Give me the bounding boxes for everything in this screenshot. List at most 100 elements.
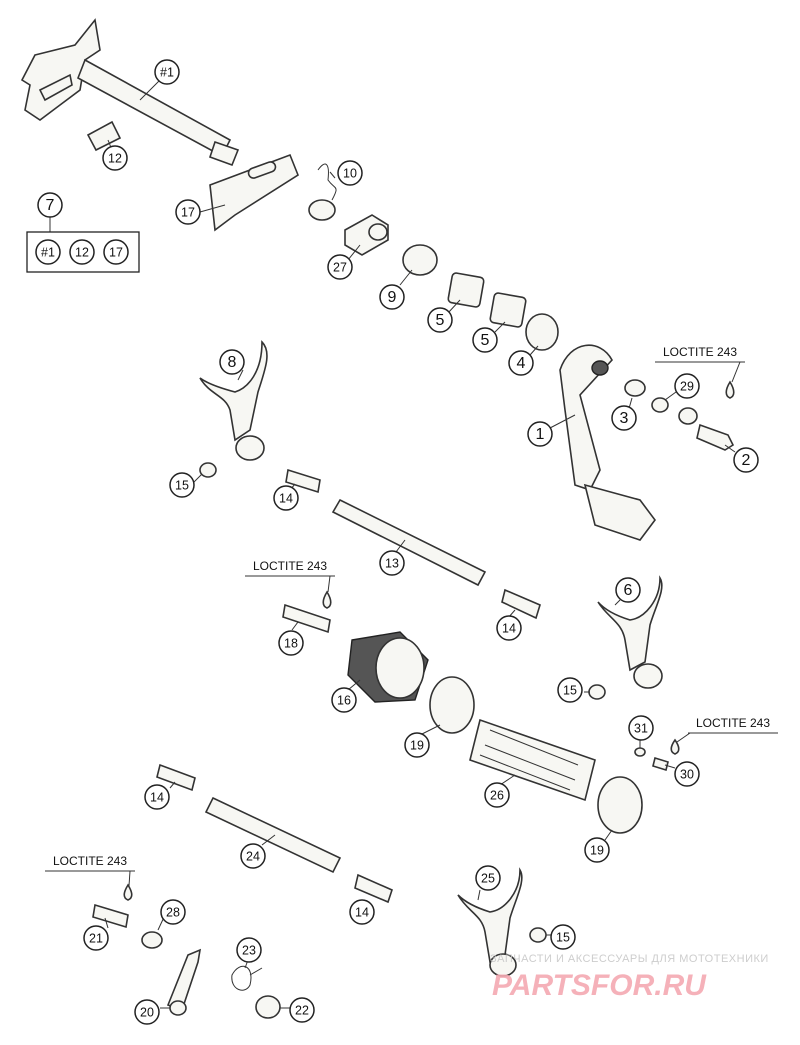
- callout-28: 28: [160, 899, 186, 925]
- rod-13-drawing: [331, 498, 487, 587]
- shift-fork-25-drawing: [457, 867, 523, 977]
- callout-circle: [404, 732, 430, 758]
- callout-label: 12: [108, 152, 122, 166]
- loctite-drop-4: [123, 883, 133, 901]
- callout-15: 15: [169, 472, 195, 498]
- callout-circle: [327, 254, 353, 280]
- loctite-note-2: LOCTITE 243: [245, 559, 335, 593]
- callout-label: 3: [620, 410, 629, 427]
- loctite-drop-2: [322, 590, 332, 609]
- callout-circle: [427, 307, 453, 333]
- callout-circle: [236, 937, 262, 963]
- callout-29: 29: [674, 373, 700, 399]
- lever-17-drawing: [209, 153, 299, 232]
- callout-30: 30: [674, 761, 700, 787]
- callout-label: 25: [481, 872, 495, 886]
- callout-label: 6: [624, 582, 633, 599]
- callout-label: 14: [355, 906, 369, 920]
- callout-circle: [289, 997, 315, 1023]
- spring-14-right-drawing: [354, 873, 393, 904]
- kit-item-hash-1: #1: [35, 239, 61, 265]
- callout-circle: [379, 550, 405, 576]
- callout-label: 7: [46, 197, 55, 214]
- callout-7: 7: [37, 192, 63, 218]
- loctite-drop-1: [725, 380, 735, 399]
- callout-label: 30: [680, 768, 694, 782]
- callout-circle: [550, 924, 576, 950]
- callout-circle: [175, 199, 201, 225]
- callout-15: 15: [550, 924, 576, 950]
- callout-label: 10: [343, 167, 357, 181]
- spring-14-left-drawing: [156, 763, 196, 792]
- callout-9: 9: [379, 284, 405, 310]
- callout-circle: [674, 373, 700, 399]
- bushings-5-drawing: [447, 272, 527, 328]
- callout-10: 10: [337, 160, 363, 186]
- callout-circle: [134, 999, 160, 1025]
- callout-label: 24: [246, 850, 260, 864]
- seal-4-drawing: [525, 313, 559, 351]
- pin-15-top-drawing: [199, 462, 217, 478]
- callout-circle: [160, 899, 186, 925]
- shift-drum-locator-16-drawing: [347, 631, 429, 703]
- callout-circle: [273, 485, 299, 511]
- callout-20: 20: [134, 999, 160, 1025]
- loctite-note-1: LOCTITE 243: [655, 345, 745, 383]
- loctite-note-2-text: LOCTITE 243: [253, 559, 327, 573]
- callout-label: 20: [140, 1006, 154, 1020]
- spring-23-drawing: [231, 965, 263, 991]
- callout-label: 17: [181, 206, 195, 220]
- callout-hash-1: #1: [154, 59, 180, 85]
- callout-15: 15: [557, 677, 583, 703]
- bearing-19-upper-drawing: [429, 676, 475, 734]
- callout-16: 16: [331, 687, 357, 713]
- callout-18: 18: [278, 630, 304, 656]
- loctite-note-3-text: LOCTITE 243: [696, 716, 770, 730]
- callout-19: 19: [404, 732, 430, 758]
- callout-label: 28: [166, 906, 180, 920]
- callout-label: 15: [563, 684, 577, 698]
- callout-3: 3: [611, 405, 637, 431]
- screw-30-drawing: [652, 756, 669, 772]
- washer-29b-drawing: [678, 407, 698, 425]
- leader-lines: [49, 79, 736, 1009]
- kit-item-12: 12: [69, 239, 95, 265]
- loctite-drop-3: [670, 738, 680, 755]
- callout-26: 26: [484, 782, 510, 808]
- screw-21-drawing: [92, 903, 129, 929]
- spring-14-mid-drawing: [501, 588, 541, 620]
- washer-31-drawing: [634, 747, 646, 757]
- callout-circle: [337, 160, 363, 186]
- callout-circle: [219, 349, 245, 375]
- callout-circle: [527, 421, 553, 447]
- spring-14-top-drawing: [285, 468, 321, 494]
- callout-14: 14: [273, 485, 299, 511]
- callout-1: 1: [527, 421, 553, 447]
- callout-label: 18: [284, 637, 298, 651]
- screw-18-drawing: [282, 603, 331, 634]
- shift-fork-8-drawing: [199, 340, 268, 461]
- callout-label: 26: [490, 789, 504, 803]
- washer-29a-drawing: [651, 397, 669, 413]
- callout-label: 14: [150, 791, 164, 805]
- washer-9-drawing: [402, 244, 438, 276]
- kit-item-circle: [69, 239, 95, 265]
- callout-circle: [472, 327, 498, 353]
- callout-label: 22: [295, 1004, 309, 1018]
- callout-31: 31: [628, 715, 654, 741]
- pin-15-bottom-drawing: [529, 927, 547, 943]
- callout-label: 14: [502, 622, 516, 636]
- callout-label: 8: [228, 354, 237, 371]
- shift-drum-26-drawing: [469, 718, 596, 802]
- callout-label: 1: [536, 426, 545, 443]
- callout-24: 24: [240, 843, 266, 869]
- kit-item-label: #1: [41, 246, 55, 260]
- callout-circle: [331, 687, 357, 713]
- callout-circle: [240, 843, 266, 869]
- callout-circle: [144, 784, 170, 810]
- spring-10-drawing: [308, 163, 337, 221]
- callout-label: 14: [279, 492, 293, 506]
- watermark-caption: ЗАПЧАСТИ И АКСЕССУАРЫ ДЛЯ МОТОТЕХНИКИ: [490, 953, 769, 965]
